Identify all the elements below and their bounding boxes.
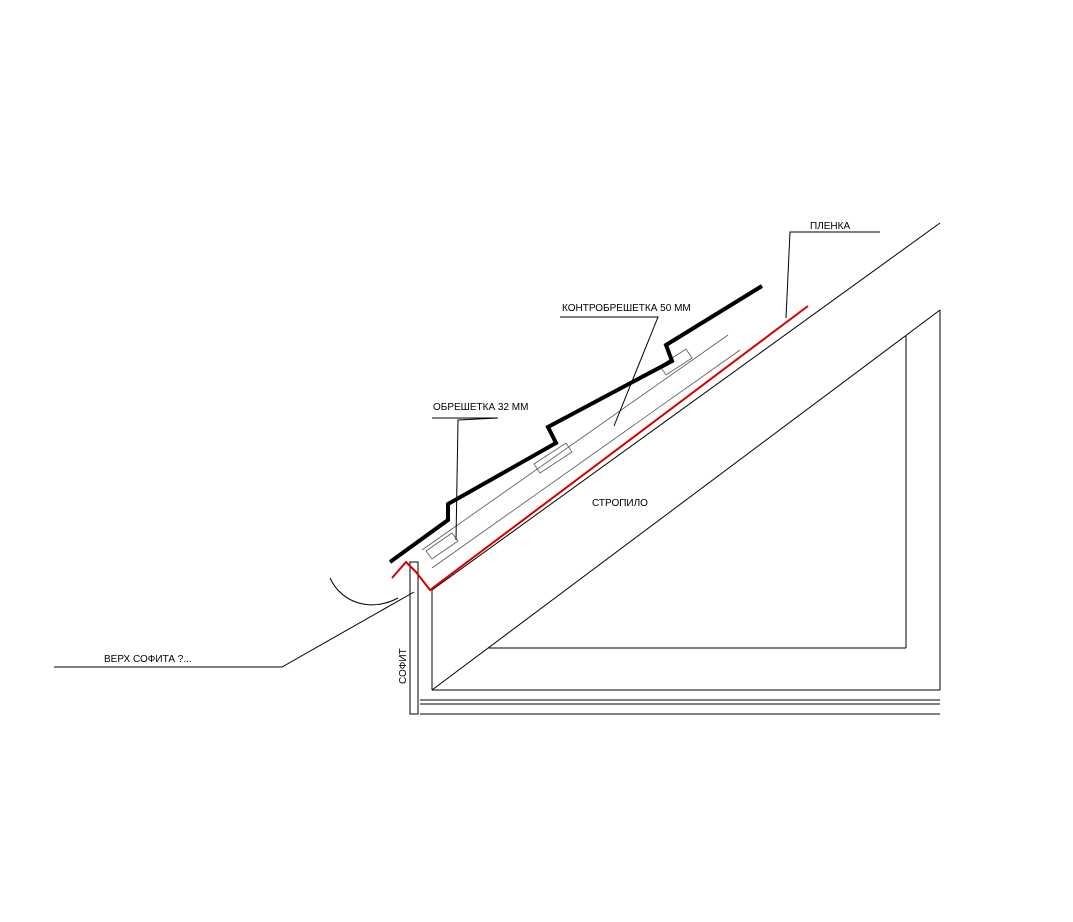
label-batten: ОБРЕШЕТКА 32 ММ	[433, 402, 528, 413]
membrane-line	[391, 305, 809, 592]
leader-counter-batten	[560, 316, 659, 427]
leader-batten	[432, 417, 499, 541]
gutter-icon	[329, 577, 399, 606]
counter-batten-strip	[421, 334, 741, 569]
leader-soffit-top	[54, 591, 415, 668]
roofing-sheet-line	[388, 284, 764, 564]
label-soffit-top: ВЕРХ СОФИТА ?...	[104, 654, 192, 665]
label-soffit: СОФИТ	[398, 648, 409, 684]
battens	[425, 348, 693, 560]
label-counter-batten: КОНТРОБРЕШЕТКА 50 ММ	[562, 303, 691, 314]
label-film: ПЛЕНКА	[810, 221, 850, 232]
inner-truss	[488, 336, 907, 649]
label-rafter: СТРОПИЛО	[592, 498, 648, 509]
rafter-outline	[431, 222, 941, 691]
leader-film	[785, 231, 880, 319]
soffit-fascia-board	[409, 561, 419, 715]
soffit-boards	[420, 699, 940, 715]
